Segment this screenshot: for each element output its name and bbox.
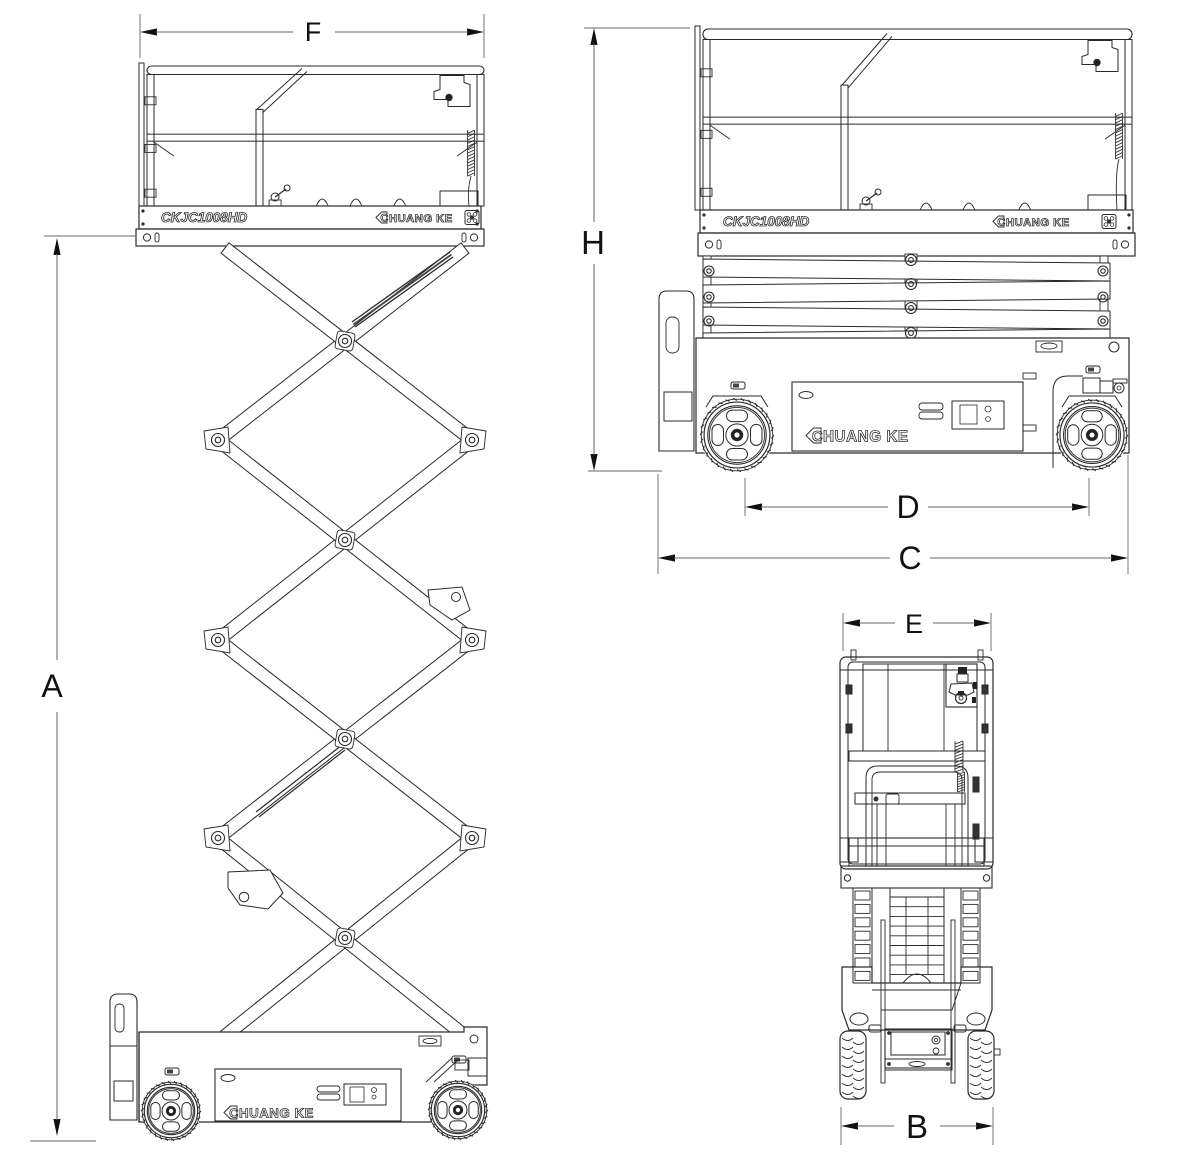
svg-text:F: F (305, 17, 322, 47)
svg-text:C: C (898, 540, 921, 576)
svg-text:C: C (997, 217, 1005, 229)
svg-text:E: E (905, 609, 923, 639)
svg-text:C: C (812, 429, 823, 445)
svg-text:D: D (896, 489, 919, 525)
svg-text:HUANG KE: HUANG KE (823, 429, 909, 446)
svg-text:A: A (41, 668, 63, 704)
svg-text:HUANG KE: HUANG KE (1006, 217, 1070, 229)
svg-text:H: H (581, 224, 605, 261)
svg-text:HUANG KE: HUANG KE (389, 213, 453, 225)
svg-text:C: C (229, 1106, 238, 1120)
svg-text:CKJC1008HD: CKJC1008HD (723, 214, 810, 229)
svg-text:B: B (906, 1108, 928, 1145)
svg-text:C: C (380, 213, 388, 225)
svg-text:HUANG KE: HUANG KE (239, 1106, 314, 1121)
svg-text:CKJC1008HD: CKJC1008HD (161, 210, 248, 225)
